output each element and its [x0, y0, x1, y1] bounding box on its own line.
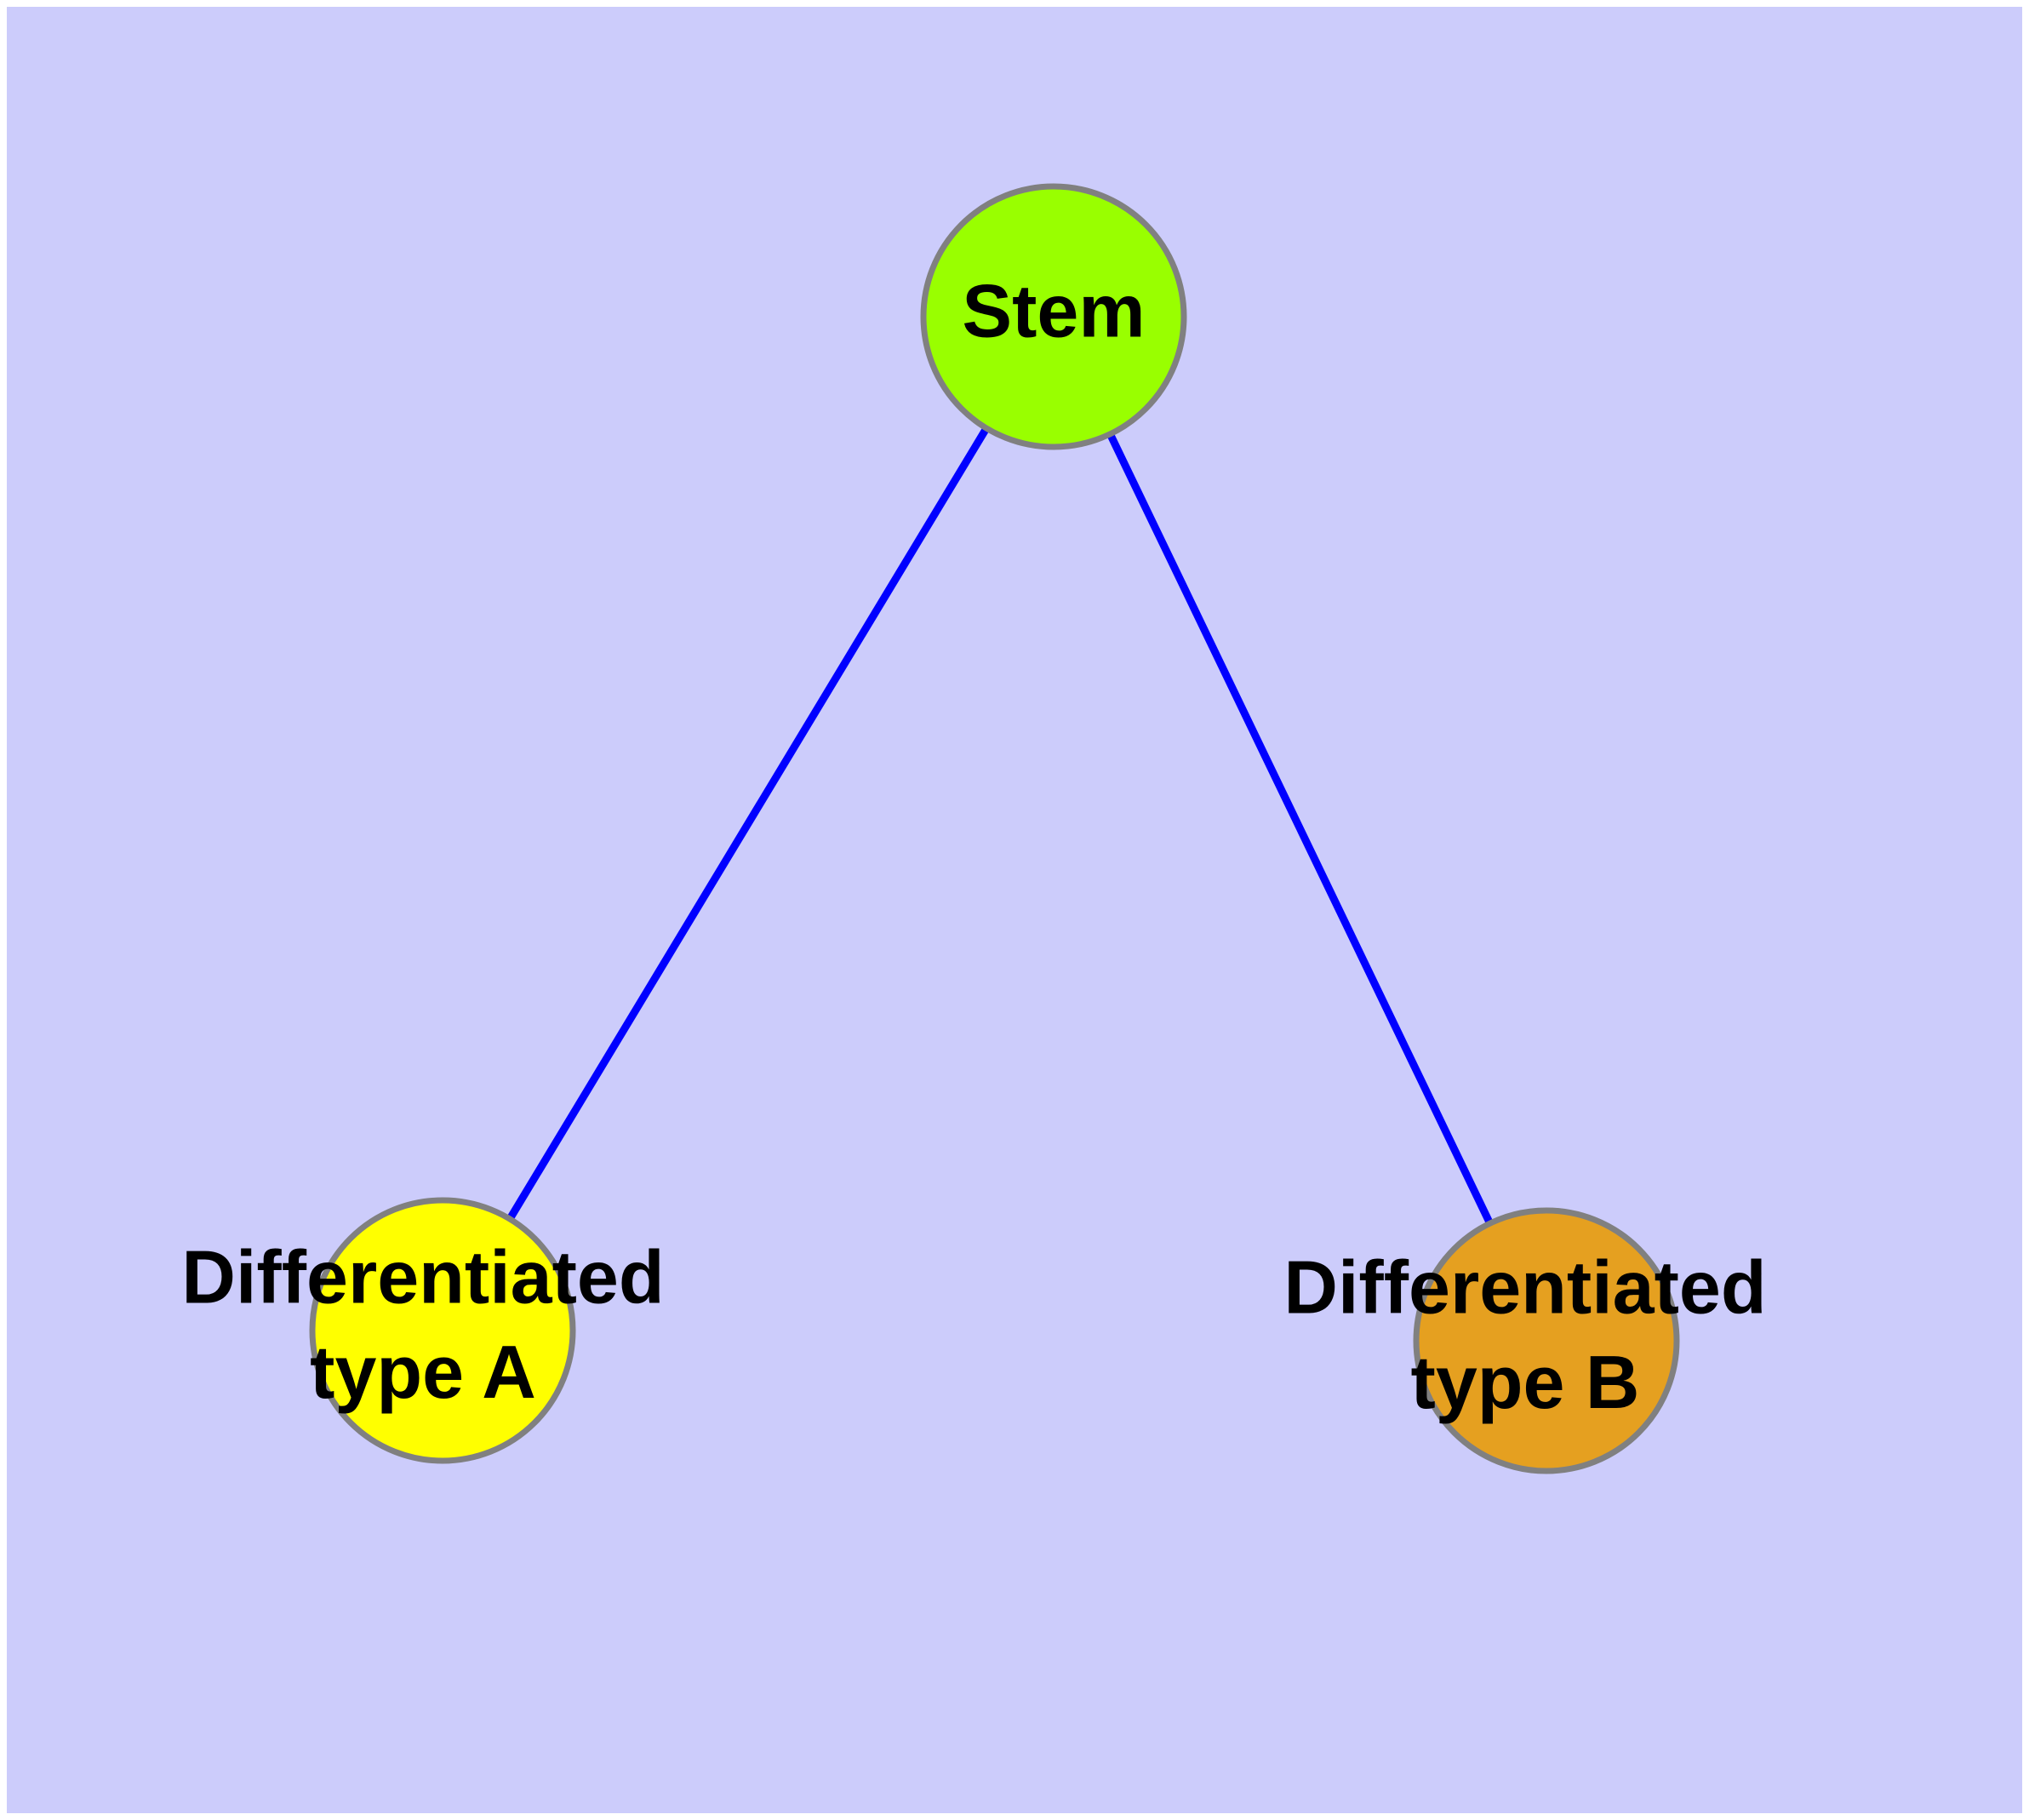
node-label-differentiated-type-b-line1: Differentiated	[1283, 1245, 1766, 1329]
node-layer	[309, 183, 1680, 1474]
edge-stem-to-differentiated-type-a[interactable]	[439, 314, 1057, 1333]
node-label-differentiated-type-a-line2: type A	[310, 1330, 536, 1414]
label-layer: Stem Differentiated type A Differentiate…	[181, 268, 1766, 1424]
node-differentiated-type-b[interactable]	[1413, 1207, 1680, 1474]
node-label-differentiated-type-a-line1: Differentiated	[181, 1234, 664, 1319]
edge-stem-to-differentiated-type-b[interactable]	[1049, 315, 1551, 1342]
node-differentiated-type-a[interactable]	[309, 1197, 576, 1464]
node-label-stem: Stem	[962, 268, 1145, 352]
edge-layer	[439, 314, 1551, 1342]
node-stem[interactable]	[920, 183, 1187, 450]
node-label-differentiated-type-b-line2: type B	[1411, 1340, 1640, 1424]
